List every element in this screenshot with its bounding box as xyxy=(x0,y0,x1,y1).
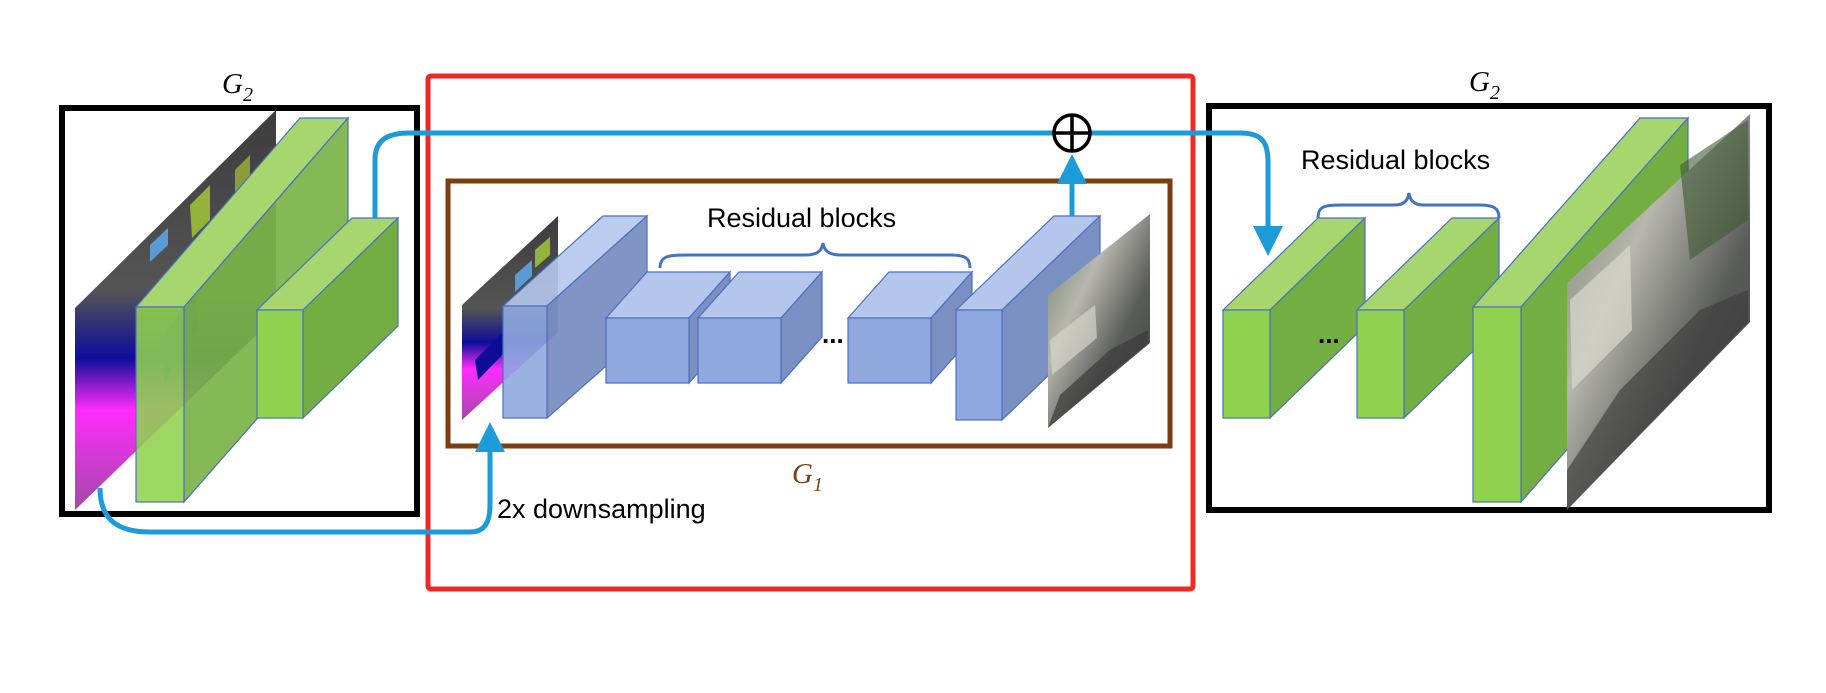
g1-residual-block-3 xyxy=(846,270,974,385)
g2-left-label: G2 xyxy=(222,68,253,106)
g2-right-box xyxy=(1206,103,1772,513)
sum-icon xyxy=(1052,113,1092,153)
g1-output-image xyxy=(1048,214,1150,428)
g2-right-ellipsis: ... xyxy=(1318,319,1340,349)
g1-label: G1 xyxy=(792,458,823,496)
g2-right-label: G2 xyxy=(1469,66,1500,104)
g2-left-small-block xyxy=(255,216,400,420)
g1-inner-box xyxy=(445,178,1173,449)
g1-ellipsis: ... xyxy=(822,319,844,349)
arrow-top-path xyxy=(372,130,1055,218)
arrow-to-right-g2 xyxy=(1090,130,1283,256)
g2-left-box xyxy=(59,105,420,517)
g2-right-output-image xyxy=(1567,114,1750,510)
g1-residual-block-2 xyxy=(696,270,824,385)
arrow-downsampling xyxy=(97,422,505,535)
g1-residual-brace xyxy=(658,242,972,269)
downsampling-label: 2x downsampling xyxy=(497,494,706,524)
g2-right-block-1 xyxy=(1221,216,1367,420)
g1-residual-label: Residual blocks xyxy=(707,203,896,233)
g2-right-residual-label: Residual blocks xyxy=(1301,145,1490,175)
g1-group: ... Residual blocks G1 2x downsampling xyxy=(425,73,1196,592)
g2-right-group: ... Residual blocks G2 xyxy=(1206,66,1772,513)
connection-arrows xyxy=(97,130,1283,535)
g2-right-residual-brace xyxy=(1316,192,1501,219)
g2-left-group: G2 xyxy=(59,68,420,517)
g1-outer-box xyxy=(425,73,1196,592)
g2-right-block-2 xyxy=(1355,216,1501,420)
g1-block-encoder xyxy=(501,214,649,420)
